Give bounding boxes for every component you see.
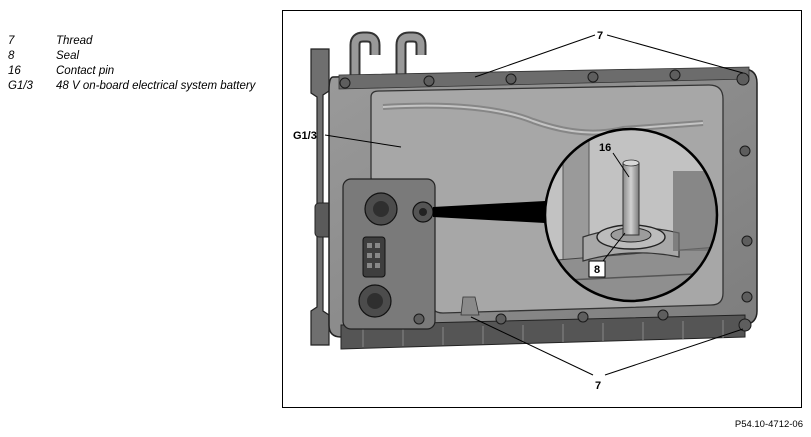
legend-key: 7 (8, 35, 15, 47)
legend-text: Seal (56, 50, 80, 62)
left-bracket (310, 48, 330, 346)
legend-text: 48 V on-board electrical system battery (56, 80, 256, 92)
contact-pin (622, 162, 640, 236)
callout-battery: G1/3 (293, 130, 317, 142)
zoom-detail (543, 127, 719, 303)
legend-key: G1/3 (8, 80, 33, 92)
legend-key: 8 (8, 50, 15, 62)
bottom-cooling-fins (340, 314, 746, 350)
legend-item-contact-pin: 16 Contact pin (8, 64, 268, 79)
callout-contact-pin: 16 (599, 142, 611, 154)
legend-text: Contact pin (56, 65, 115, 77)
legend: 7 Thread 8 Seal 16 Contact pin G1/3 48 V… (8, 34, 268, 94)
legend-item-thread: 7 Thread (8, 34, 268, 49)
housing-bolts (339, 69, 753, 332)
leader-lines (324, 34, 744, 376)
callout-thread-bottom: 7 (595, 380, 601, 392)
legend-item-seal: 8 Seal (8, 49, 268, 64)
signal-connector (362, 236, 386, 278)
battery-illustration: 7 7 G1/3 16 8 (293, 30, 758, 392)
callout-seal: 8 (594, 264, 600, 276)
legend-item-battery: G1/3 48 V on-board electrical system bat… (8, 79, 268, 94)
figure-id: P54.10-4712-06 (734, 419, 803, 430)
legend-key: 16 (8, 65, 21, 77)
figure-frame: 7 7 G1/3 16 8 (282, 10, 802, 408)
zoom-pointer (433, 201, 545, 223)
callout-thread-top: 7 (597, 30, 603, 42)
legend-text: Thread (56, 35, 93, 47)
